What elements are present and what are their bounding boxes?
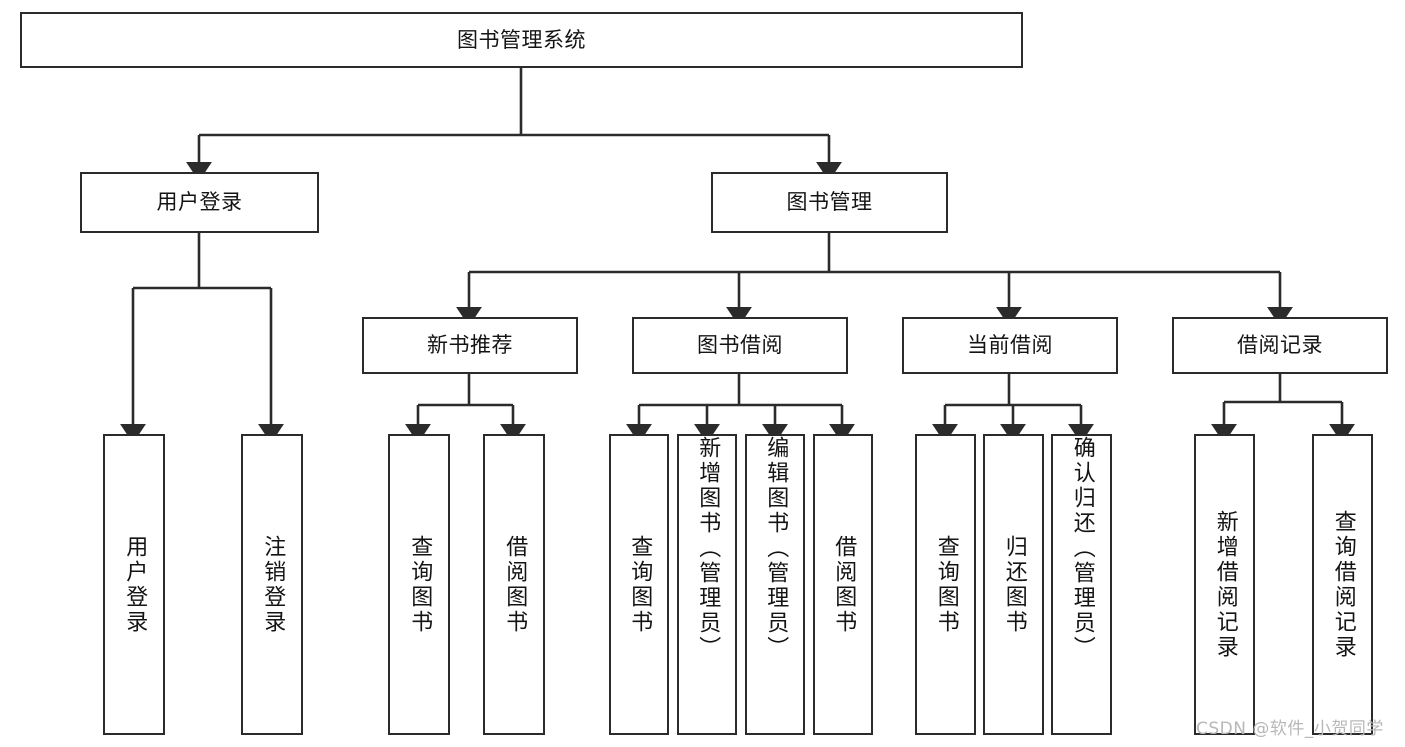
node-book-borrowing[interactable]: 图书借阅 [632,317,848,374]
node-label: 图书借阅 [697,333,783,358]
node-label: 借阅图书 [831,534,857,635]
node-label: 归还图书 [1001,534,1027,635]
node-label: 查询图书 [933,534,959,635]
leaf-borrow-edit-book-admin[interactable]: 编辑图书（管理员） [745,434,805,735]
csdn-watermark: CSDN @软件_小贺同学 [1196,719,1384,739]
node-label: 查询图书 [627,534,653,635]
node-label: 当前借阅 [967,333,1053,358]
leaf-record-query-record[interactable]: 查询借阅记录 [1312,434,1373,735]
leaf-newbook-query-book[interactable]: 查询图书 [388,434,450,735]
node-current-borrowing[interactable]: 当前借阅 [902,317,1118,374]
leaf-current-confirm-return-admin[interactable]: 确认归还（管理员） [1051,434,1112,735]
node-label: 注销登录 [260,534,286,635]
leaf-record-add-record[interactable]: 新增借阅记录 [1194,434,1255,735]
node-book-management[interactable]: 图书管理 [711,172,948,233]
node-label: 用户登录 [122,534,148,635]
node-label: 查询借阅记录 [1330,509,1356,660]
node-label: 新增借阅记录 [1212,509,1238,660]
leaf-current-return-book[interactable]: 归还图书 [983,434,1044,735]
leaf-borrow-lend-book[interactable]: 借阅图书 [813,434,873,735]
node-label: 查询图书 [407,534,433,635]
node-user-login[interactable]: 用户登录 [80,172,319,233]
node-label: 图书管理系统 [457,27,586,52]
leaf-current-query-book[interactable]: 查询图书 [915,434,976,735]
node-label: 编辑图书（管理员） [763,436,789,661]
leaf-newbook-borrow-book[interactable]: 借阅图书 [483,434,545,735]
node-label: 新增图书（管理员） [695,436,721,661]
node-root-book-management-system[interactable]: 图书管理系统 [20,12,1023,68]
node-borrowing-records[interactable]: 借阅记录 [1172,317,1388,374]
node-label: 图书管理 [786,190,873,215]
node-label: 借阅记录 [1237,333,1323,358]
leaf-user-logout[interactable]: 注销登录 [241,434,303,735]
node-label: 新书推荐 [427,333,513,358]
node-label: 确认归还（管理员） [1069,436,1095,661]
node-label: 借阅图书 [502,534,528,635]
node-label: 用户登录 [156,190,243,215]
leaf-borrow-add-book-admin[interactable]: 新增图书（管理员） [677,434,737,735]
leaf-borrow-query-book[interactable]: 查询图书 [609,434,669,735]
leaf-user-login[interactable]: 用户登录 [103,434,165,735]
node-new-book-recommendation[interactable]: 新书推荐 [362,317,578,374]
